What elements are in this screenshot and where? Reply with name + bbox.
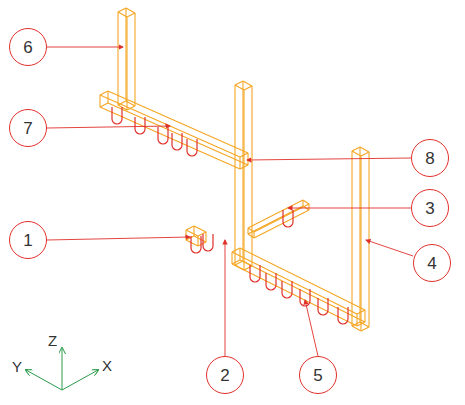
callout-circle: 1: [9, 221, 47, 259]
callout-circle: 6: [9, 28, 47, 66]
axis-label: Z: [48, 333, 57, 348]
callout-number: 3: [425, 200, 434, 217]
axis-label: Y: [12, 359, 22, 374]
callout-number: 4: [427, 255, 436, 272]
steel-frame: [100, 8, 369, 331]
axis-label: X: [102, 358, 112, 373]
callout-number: 2: [220, 367, 229, 384]
leader-lines: [47, 47, 413, 356]
callout-number: 6: [23, 39, 32, 56]
callout-circle: 4: [413, 244, 451, 282]
callout-circle: 7: [9, 109, 47, 147]
callout-number: 5: [313, 367, 322, 384]
callout-circle: 8: [411, 139, 449, 177]
callout-number: 8: [425, 150, 434, 167]
callout-number: 7: [23, 120, 32, 137]
callout-number: 1: [23, 232, 32, 249]
u-bolts: [112, 107, 348, 324]
axis-triad: [26, 348, 98, 390]
callout-circle: 2: [206, 356, 244, 394]
callout-circle: 5: [299, 356, 337, 394]
callout-circle: 3: [411, 189, 449, 227]
